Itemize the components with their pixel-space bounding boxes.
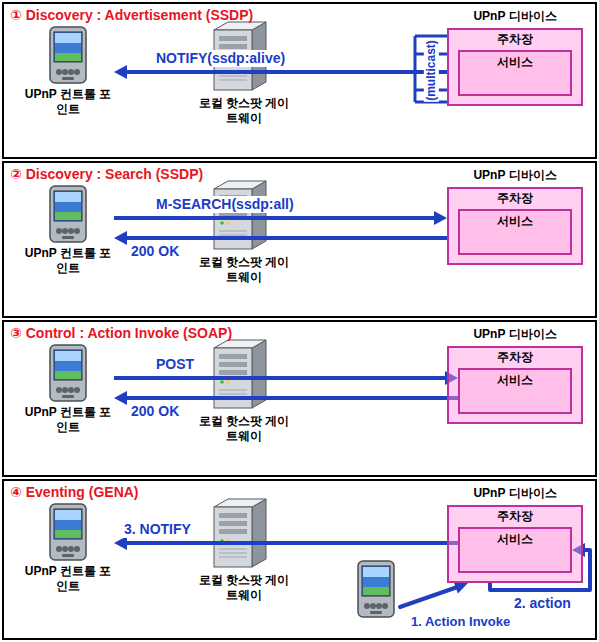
pda-icon <box>48 344 88 402</box>
service-box: 서비스 <box>458 50 572 96</box>
service-label: 서비스 <box>460 370 570 388</box>
gateway: 로컬 핫스팟 게이트웨이 <box>194 414 294 444</box>
edge-label-anchor: 200 OK <box>129 403 181 420</box>
connector-line <box>114 376 446 380</box>
arrow-heads <box>114 536 127 550</box>
edge-label: POST <box>154 356 196 373</box>
upnp-device: UPnP 디바이스주차장서비스 <box>440 6 592 110</box>
node-label: 로컬 핫스팟 게이트웨이 <box>194 414 294 444</box>
upnp-device: UPnP 디바이스주차장서비스 <box>440 483 592 587</box>
edge-label: NOTIFY(ssdp:alive) <box>154 50 287 67</box>
arrow-heads <box>434 211 447 225</box>
gateway: 로컬 핫스팟 게이트웨이 <box>194 573 294 603</box>
node-label: UPnP 컨트롤 포인트 <box>22 405 114 435</box>
device-name: 주차장 <box>449 30 581 47</box>
arrow-head <box>114 65 127 79</box>
arrow-heads <box>114 391 127 405</box>
connector-line <box>126 70 447 74</box>
server-icon <box>214 499 266 567</box>
arrow-head <box>434 211 447 225</box>
connector-arrow <box>114 536 458 550</box>
edge-label: 200 OK <box>129 403 181 420</box>
node-label: 로컬 핫스팟 게이트웨이 <box>194 96 294 126</box>
edge-label-anchor: 2. action <box>512 595 573 612</box>
edge-label-anchor: 200 OK <box>129 243 181 260</box>
control-point: UPnP 컨트롤 포인트 <box>22 344 114 435</box>
device-name: 주차장 <box>449 507 581 524</box>
gateway: 로컬 핫스팟 게이트웨이 <box>194 255 294 285</box>
arrow-heads <box>114 65 127 79</box>
free-label: 1. Action Invoke <box>410 614 511 629</box>
connector-arrow <box>114 211 447 225</box>
control-point: UPnP 컨트롤 포인트 <box>22 26 114 117</box>
step-panel: ① Discovery : Advertisement (SSDP)UPnP 컨… <box>2 2 597 159</box>
arrow-head <box>114 391 127 405</box>
node-label: UPnP 컨트롤 포인트 <box>22 246 114 276</box>
gateway: 로컬 핫스팟 게이트웨이 <box>194 96 294 126</box>
upnp-device: UPnP 디바이스주차장서비스 <box>440 324 592 428</box>
arrow-heads <box>114 231 127 245</box>
service-box: 서비스 <box>458 368 572 414</box>
control-point: UPnP 컨트롤 포인트 <box>22 185 114 276</box>
connector-line <box>114 216 435 220</box>
edge-label-anchor: NOTIFY(ssdp:alive) <box>154 50 287 67</box>
connector-line <box>126 396 458 400</box>
service-label: 서비스 <box>460 529 570 547</box>
node-label: 로컬 핫스팟 게이트웨이 <box>194 255 294 285</box>
connector-arrow <box>114 65 447 79</box>
node-label: 로컬 핫스팟 게이트웨이 <box>194 573 294 603</box>
invoke-arrow <box>400 581 468 607</box>
device-heading: UPnP 디바이스 <box>447 168 583 183</box>
upnp-device: UPnP 디바이스주차장서비스 <box>440 165 592 269</box>
multicast-lines <box>415 36 447 102</box>
free-label-anchor: (multicast) <box>423 39 438 102</box>
device-name: 주차장 <box>449 189 581 206</box>
pda-icon <box>48 503 88 561</box>
device-heading: UPnP 디바이스 <box>447 9 583 24</box>
connector-arrow <box>114 371 458 385</box>
edge-label-anchor: POST <box>154 356 196 373</box>
free-label: (multicast) <box>423 39 438 102</box>
pda-icon <box>48 185 88 243</box>
device-name: 주차장 <box>449 348 581 365</box>
arrow-head <box>114 536 127 550</box>
pda-icon <box>358 561 394 617</box>
edge-label: M-SEARCH(ssdp:all) <box>154 196 296 213</box>
step-panel: ③ Control : Action Invoke (SOAP)UPnP 컨트롤… <box>2 320 597 477</box>
edge-label: 3. NOTIFY <box>122 521 193 538</box>
edge-label: 200 OK <box>129 243 181 260</box>
step-panel: ② Discovery : Search (SSDP)UPnP 컨트롤 포인트로… <box>2 161 597 318</box>
control-point: UPnP 컨트롤 포인트 <box>22 503 114 594</box>
node-label: UPnP 컨트롤 포인트 <box>22 564 114 594</box>
service-label: 서비스 <box>460 52 570 70</box>
node-label: UPnP 컨트롤 포인트 <box>22 87 114 117</box>
connector-line <box>126 236 447 240</box>
service-box: 서비스 <box>458 527 572 573</box>
pda-icon <box>48 26 88 84</box>
edge-label-anchor: M-SEARCH(ssdp:all) <box>154 196 296 213</box>
connector-line <box>126 541 458 545</box>
free-label-anchor: 1. Action Invoke <box>410 614 511 629</box>
edge-label-anchor: 3. NOTIFY <box>122 521 193 538</box>
service-box: 서비스 <box>458 209 572 255</box>
service-label: 서비스 <box>460 211 570 229</box>
device-heading: UPnP 디바이스 <box>447 327 583 342</box>
edge-label: 2. action <box>512 595 573 612</box>
arrow-head <box>114 231 127 245</box>
device-heading: UPnP 디바이스 <box>447 486 583 501</box>
